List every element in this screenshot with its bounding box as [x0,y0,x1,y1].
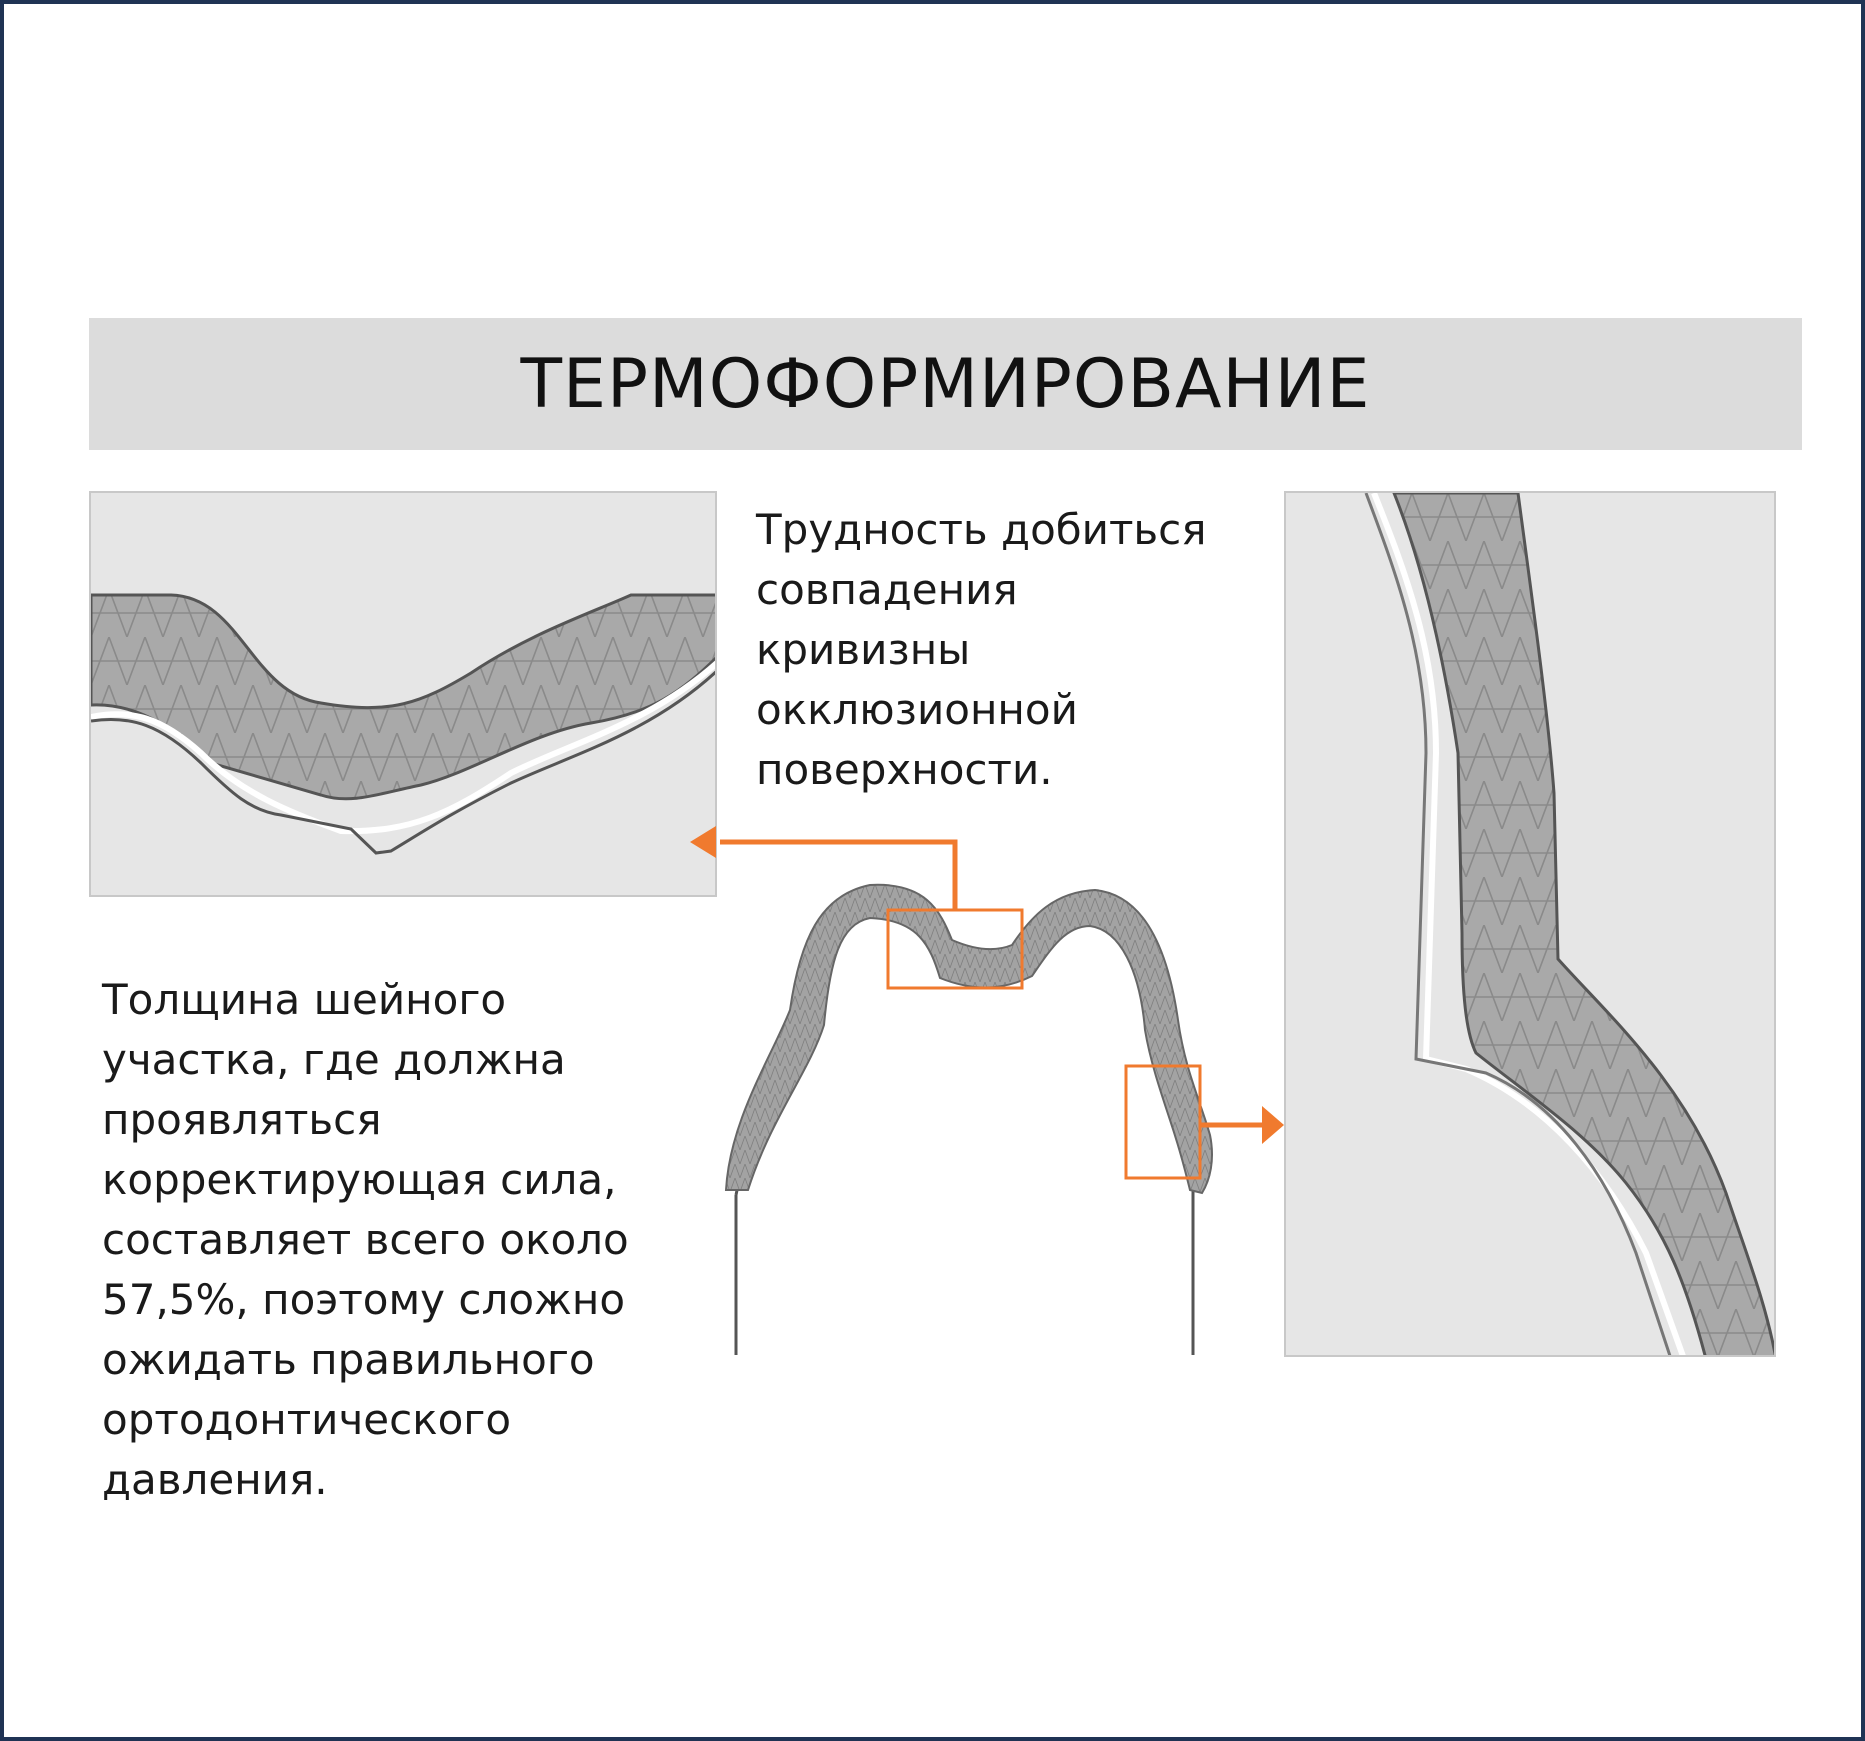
tooth-outline [91,670,715,855]
cervical-zoom-panel [1284,491,1776,1357]
occlusal-zoom-panel [89,491,717,897]
tooth-cross-section-diagram [690,826,1284,1355]
aligner-layer [724,883,1213,1195]
occlusal-arrow-head [690,826,716,858]
cervical-caption: Толщина шейного участка, где должна проя… [102,975,629,1504]
occlusal-zoom-illustration [91,593,715,855]
occlusal-arrow-line [720,839,958,910]
cervical-callout-box [1124,1064,1202,1180]
title-bar: ТЕРМОФОРМИРОВАНИЕ [89,318,1802,450]
aligner-layer [91,593,715,801]
aligner-layer [1392,493,1774,1355]
tooth-outline [1364,493,1672,1355]
gap-line [91,660,715,835]
cervical-arrow-head [1262,1106,1284,1144]
occlusal-caption: Трудность добиться совпадения кривизны о… [756,505,1207,794]
page-title: ТЕРМОФОРМИРОВАНИЕ [520,344,1371,424]
cervical-zoom-illustration [1364,493,1774,1355]
